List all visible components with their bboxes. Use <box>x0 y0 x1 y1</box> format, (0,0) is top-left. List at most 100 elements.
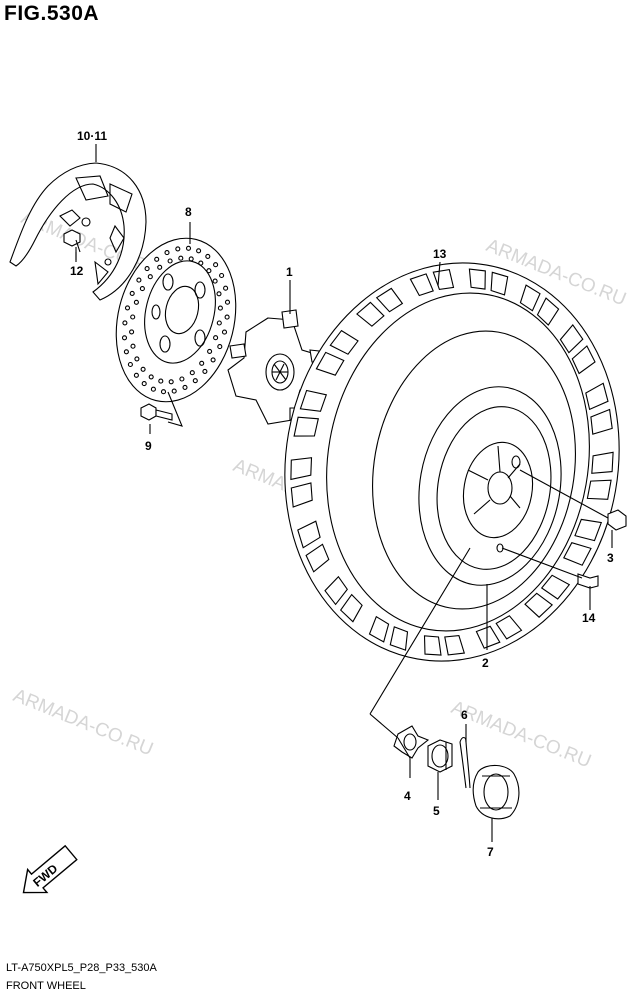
tread-block <box>368 615 390 643</box>
disc-vent-hole <box>210 357 216 363</box>
disc-vent-hole <box>129 290 135 296</box>
tread-block <box>591 451 614 474</box>
hub-cap-part <box>472 764 520 820</box>
tread-block <box>290 457 313 481</box>
disc-cover-part <box>9 162 147 301</box>
disc-vent-hole <box>216 320 222 326</box>
disc-vent-hole <box>148 374 154 380</box>
disc-vent-hole <box>224 314 230 320</box>
tread-block <box>305 543 330 573</box>
tread-block <box>495 615 523 640</box>
disc-vent-hole <box>129 329 135 335</box>
disc-vent-hole <box>130 314 136 320</box>
disc-vent-hole <box>127 361 133 368</box>
disc-vent-hole <box>154 256 160 262</box>
bolt-9-part <box>140 403 173 421</box>
disc-vent-hole <box>136 277 142 283</box>
wheel-part <box>418 386 562 586</box>
model-code: LT-A750XPL5_P28_P33_530A <box>6 962 157 974</box>
callout-14: 14 <box>582 611 596 625</box>
disc-vent-hole <box>175 246 181 252</box>
tread-block <box>571 345 596 375</box>
disc-vent-hole <box>198 260 204 266</box>
disc-vent-hole <box>171 388 177 394</box>
disc-vent-hole <box>224 299 231 305</box>
disc-vent-hole <box>199 360 205 366</box>
disc-vent-hole <box>133 372 139 378</box>
callout-7: 7 <box>487 845 494 859</box>
disc-vent-hole <box>192 378 198 384</box>
tread-block <box>563 542 592 566</box>
tread-block <box>585 382 609 411</box>
disc-vent-hole <box>160 389 167 395</box>
disc-vent-hole <box>130 343 136 349</box>
tread-block <box>315 351 345 376</box>
callout-9: 9 <box>145 439 152 453</box>
disc-vent-hole <box>185 245 192 251</box>
callout-1: 1 <box>286 265 293 279</box>
watermark-text: ARMADA-CO.RU <box>10 685 156 760</box>
disc-vent-hole <box>178 255 184 261</box>
disc-vent-hole <box>213 262 219 268</box>
watermark-text: ARMADA-CO.RU <box>448 697 594 772</box>
disc-vent-hole <box>164 250 170 256</box>
tread-block <box>444 635 466 656</box>
tread-block <box>297 520 321 549</box>
disc-vent-hole <box>134 356 140 362</box>
disc-vent-hole <box>150 386 156 392</box>
callout-10-11: 10·11 <box>77 129 107 143</box>
disc-vent-hole <box>206 268 212 274</box>
fwd-arrow-icon: FWD <box>22 844 78 894</box>
disc-vent-hole <box>205 253 211 259</box>
disc-vent-hole <box>207 348 213 354</box>
callout-8: 8 <box>185 205 192 219</box>
disc-vent-hole <box>157 264 163 270</box>
callout-2: 2 <box>482 656 489 670</box>
disc-vent-hole <box>144 266 150 272</box>
disc-vent-hole <box>202 368 208 374</box>
tread-block <box>375 287 404 313</box>
valve-part <box>577 573 599 589</box>
callout-4: 4 <box>404 789 411 803</box>
tread-block <box>468 268 486 290</box>
disc-vent-hole <box>141 381 147 387</box>
disc-vent-hole <box>217 305 223 311</box>
disc-vent-hole <box>188 256 194 262</box>
disc-vent-hole <box>213 335 219 341</box>
figure-title: FIG.530A <box>4 2 100 25</box>
tread-block <box>409 273 434 297</box>
tread-block <box>389 626 409 651</box>
tread-block <box>299 389 328 412</box>
tread-block <box>524 592 554 618</box>
tread-block <box>574 518 603 542</box>
tread-block <box>519 284 541 312</box>
tread-block <box>432 268 455 291</box>
washer-part <box>393 725 430 759</box>
disc-vent-hole <box>219 272 225 279</box>
disc-vent-hole <box>217 344 223 350</box>
tread-block <box>590 408 613 435</box>
disc-vent-hole <box>121 335 128 341</box>
tread-block <box>540 574 571 600</box>
disc-vent-hole <box>168 379 174 385</box>
disc-vent-hole <box>182 384 188 390</box>
disc-vent-hole <box>189 370 195 376</box>
tread-block <box>290 482 313 508</box>
callout-13: 13 <box>433 247 447 261</box>
disc-vent-hole <box>223 285 229 291</box>
cotter-pin-part <box>459 736 471 789</box>
tread-block <box>324 575 348 606</box>
tread-block <box>536 297 560 326</box>
tread-block <box>356 301 385 327</box>
tread-block <box>339 593 363 623</box>
tread-block <box>475 625 501 649</box>
callout-labels: 10·11 12 8 9 1 13 2 3 14 4 5 6 7 <box>70 129 614 859</box>
tread-block <box>423 635 442 656</box>
disc-vent-hole <box>216 291 222 297</box>
disc-vent-hole <box>221 329 228 335</box>
figure-name: FRONT WHEEL <box>6 980 86 992</box>
disc-vent-hole <box>124 305 131 311</box>
castle-nut-part <box>427 739 453 773</box>
